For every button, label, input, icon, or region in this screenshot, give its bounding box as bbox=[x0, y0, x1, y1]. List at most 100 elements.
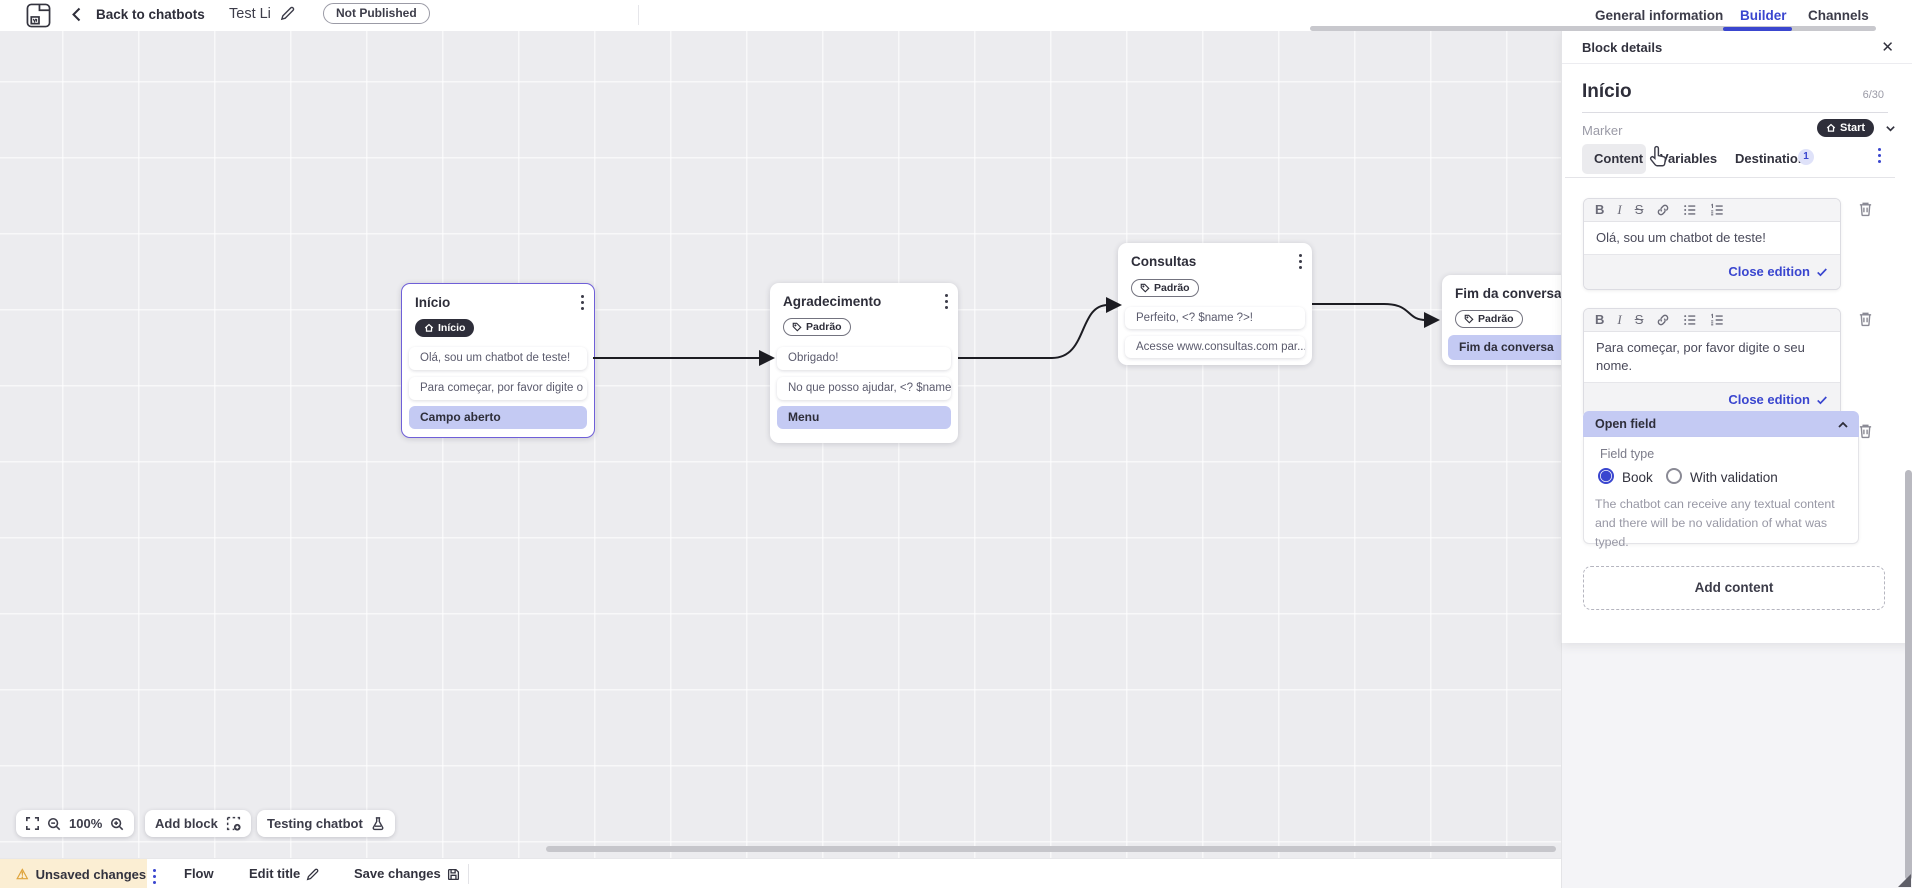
app-logo bbox=[26, 3, 51, 28]
statusbar-divider bbox=[468, 864, 469, 884]
block-title: Consultas bbox=[1131, 254, 1197, 269]
marker-start-button[interactable]: Start bbox=[1817, 119, 1875, 137]
bullet-list-icon[interactable] bbox=[1683, 203, 1697, 217]
link-icon[interactable] bbox=[1656, 313, 1670, 327]
tab-variables[interactable]: Variables bbox=[1660, 151, 1718, 166]
zoom-in-icon[interactable] bbox=[110, 817, 124, 831]
flow-block-consultas[interactable]: Consultas Padrão Perfeito, <? $name ?>! … bbox=[1118, 243, 1312, 365]
kebab-menu-icon[interactable] bbox=[1299, 254, 1302, 272]
flask-icon bbox=[372, 816, 384, 830]
statusbar-kebab-icon[interactable] bbox=[153, 869, 156, 887]
resize-grip[interactable] bbox=[1898, 874, 1911, 887]
zoom-out-icon[interactable] bbox=[47, 817, 61, 831]
kebab-menu-icon[interactable] bbox=[581, 295, 584, 313]
char-counter: 6/30 bbox=[1862, 89, 1884, 101]
strikethrough-icon[interactable]: S bbox=[1634, 312, 1644, 327]
bullet-list-icon[interactable] bbox=[1683, 313, 1697, 327]
open-field-body: Field type Book With validation The chat… bbox=[1583, 437, 1859, 549]
editor-text[interactable]: Para começar, por favor digite o seu nom… bbox=[1584, 332, 1840, 382]
radio-book[interactable] bbox=[1598, 468, 1614, 484]
pencil-icon bbox=[306, 868, 319, 880]
back-chevron-icon[interactable] bbox=[72, 7, 81, 22]
block-field-row[interactable]: Campo aberto bbox=[409, 406, 587, 429]
block-message-row[interactable]: Perfeito, <? $name ?>! bbox=[1125, 307, 1305, 329]
chevron-up-icon bbox=[1838, 421, 1848, 428]
tab-builder[interactable]: Builder bbox=[1740, 8, 1787, 23]
field-type-help-text: The chatbot can receive any textual cont… bbox=[1595, 497, 1835, 549]
fullscreen-icon[interactable] bbox=[26, 817, 39, 830]
block-details-panel: Block details ✕ Início 6/30 Marker Start… bbox=[1561, 31, 1912, 643]
open-field-section: Open field Field type Book With validati… bbox=[1583, 411, 1859, 549]
horizontal-scrollbar[interactable] bbox=[546, 846, 1556, 852]
block-field-row[interactable]: Menu bbox=[777, 406, 951, 429]
trash-icon[interactable] bbox=[1858, 201, 1873, 217]
block-message-row[interactable]: Acesse www.consultas.com par... bbox=[1125, 336, 1305, 358]
flow-tab[interactable]: Flow bbox=[184, 866, 214, 881]
chatbot-title[interactable]: Test Li bbox=[229, 6, 271, 22]
bold-icon[interactable]: B bbox=[1595, 312, 1605, 327]
tag-icon bbox=[1464, 314, 1474, 324]
tab-content[interactable]: Content bbox=[1594, 151, 1644, 166]
vertical-scrollbar[interactable] bbox=[1905, 470, 1912, 880]
italic-icon[interactable]: I bbox=[1617, 312, 1622, 327]
panel-kebab-icon[interactable] bbox=[1878, 148, 1881, 166]
edit-title-button[interactable]: Edit title bbox=[249, 859, 319, 888]
radio-book-label[interactable]: Book bbox=[1622, 470, 1653, 485]
open-field-header[interactable]: Open field bbox=[1583, 411, 1859, 437]
flow-canvas[interactable] bbox=[0, 31, 1561, 858]
tab-general-information[interactable]: General information bbox=[1595, 8, 1724, 23]
block-message-row[interactable]: Para começar, por favor digite o ... bbox=[409, 377, 587, 400]
save-floppy-icon bbox=[447, 868, 459, 880]
tag-badge: Padrão bbox=[1131, 279, 1199, 297]
start-marker-badge: Início bbox=[415, 319, 475, 337]
tag-badge: Padrão bbox=[1455, 310, 1523, 328]
testing-chatbot-button[interactable]: Testing chatbot bbox=[257, 810, 395, 837]
close-edition-button[interactable]: Close edition bbox=[1728, 392, 1828, 407]
chevron-down-icon[interactable] bbox=[1885, 123, 1896, 134]
back-to-chatbots-link[interactable]: Back to chatbots bbox=[96, 7, 205, 22]
block-message-row[interactable]: No que posso ajudar, <? $name ... bbox=[777, 377, 951, 400]
panel-title: Block details bbox=[1582, 40, 1663, 55]
kebab-menu-icon[interactable] bbox=[945, 294, 948, 312]
flow-block-agradecimento[interactable]: Agradecimento Padrão Obrigado! No que po… bbox=[770, 283, 958, 443]
header-divider bbox=[638, 5, 639, 25]
close-icon[interactable]: ✕ bbox=[1881, 39, 1894, 56]
block-message-row[interactable]: Olá, sou um chatbot de teste! bbox=[409, 347, 587, 370]
panel-header: Block details ✕ bbox=[1562, 31, 1912, 64]
header-scrollbar[interactable] bbox=[1310, 26, 1876, 31]
editor-text[interactable]: Olá, sou um chatbot de teste! bbox=[1584, 222, 1840, 254]
block-message-row[interactable]: Obrigado! bbox=[777, 347, 951, 370]
italic-icon[interactable]: I bbox=[1617, 202, 1622, 217]
add-content-button[interactable]: Add content bbox=[1583, 566, 1885, 610]
warning-icon: ⚠ bbox=[16, 865, 29, 882]
check-icon bbox=[1817, 267, 1827, 276]
link-icon[interactable] bbox=[1656, 203, 1670, 217]
active-tab-bg bbox=[1582, 144, 1646, 174]
trash-icon[interactable] bbox=[1858, 311, 1873, 327]
numbered-list-icon[interactable] bbox=[1710, 313, 1724, 327]
editor-toolbar: B I S bbox=[1584, 309, 1840, 332]
tab-destination[interactable]: Destination bbox=[1735, 151, 1806, 166]
numbered-list-icon[interactable] bbox=[1710, 203, 1724, 217]
flow-block-inicio[interactable]: Início Início Olá, sou um chatbot de tes… bbox=[401, 283, 595, 438]
close-edition-button[interactable]: Close edition bbox=[1728, 264, 1828, 279]
trash-icon[interactable] bbox=[1858, 423, 1873, 439]
name-input-underline bbox=[1582, 112, 1888, 113]
marker-label: Marker bbox=[1582, 123, 1623, 138]
top-header: Back to chatbots Test Li Not Published G… bbox=[0, 0, 1912, 31]
block-name-input[interactable]: Início bbox=[1582, 81, 1632, 102]
field-type-label: Field type bbox=[1600, 447, 1655, 461]
home-icon bbox=[1826, 123, 1836, 132]
edit-pencil-icon[interactable] bbox=[280, 6, 295, 21]
bold-icon[interactable]: B bbox=[1595, 202, 1605, 217]
radio-with-validation[interactable] bbox=[1666, 468, 1682, 484]
tab-channels[interactable]: Channels bbox=[1808, 8, 1869, 23]
add-block-button[interactable]: Add block bbox=[145, 810, 251, 837]
status-badge: Not Published bbox=[323, 3, 430, 24]
content-editor: B I S Olá, sou um chatbot de teste! Clos… bbox=[1583, 198, 1841, 290]
radio-with-validation-label[interactable]: With validation bbox=[1690, 470, 1778, 485]
strikethrough-icon[interactable]: S bbox=[1634, 202, 1644, 217]
editor-footer: Close edition bbox=[1584, 254, 1840, 289]
save-changes-button[interactable]: Save changes bbox=[354, 859, 460, 888]
